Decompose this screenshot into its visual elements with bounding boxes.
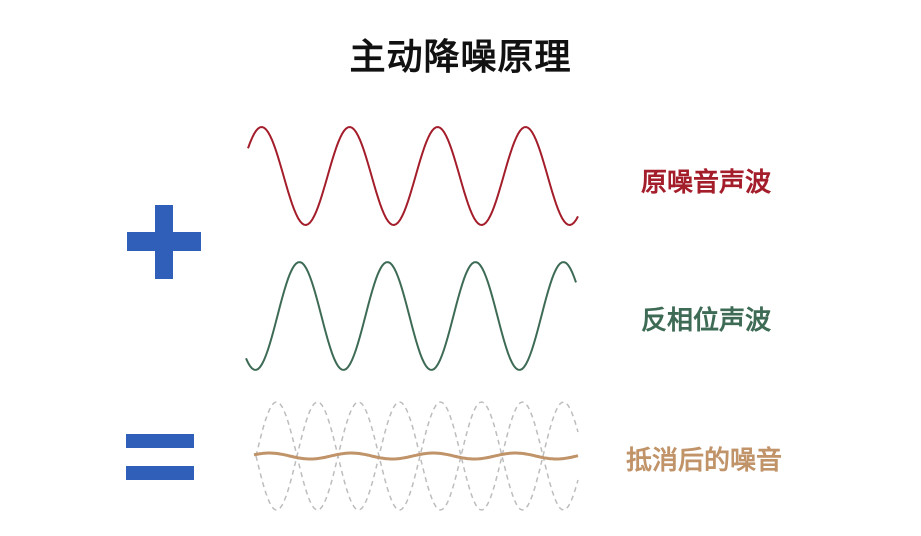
original-noise-wave	[247, 125, 579, 227]
equals-icon	[126, 434, 194, 480]
cancelled-wave-outline	[255, 401, 579, 511]
residual-noise-wave	[253, 451, 579, 461]
residual-noise-label: 抵消后的噪音	[626, 446, 783, 476]
cancelled-wave-outlines	[255, 401, 579, 511]
plus-icon	[127, 205, 201, 279]
anti-phase-wave	[245, 261, 577, 371]
original-noise-label: 原噪音声波	[641, 168, 772, 198]
page-title: 主动降噪原理	[349, 37, 572, 78]
anti-phase-label: 反相位声波	[641, 306, 772, 336]
cancelled-wave-outline	[255, 401, 579, 511]
